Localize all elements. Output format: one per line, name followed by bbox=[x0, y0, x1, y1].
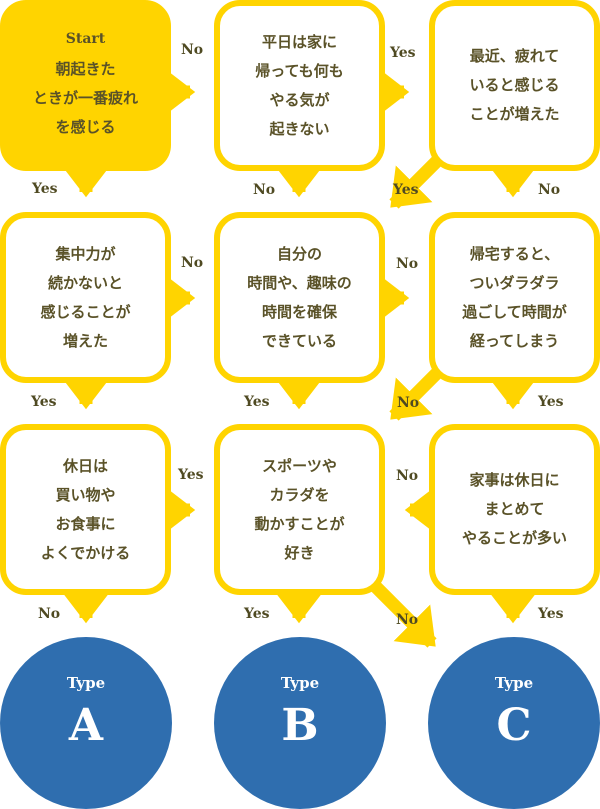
arrow-q6-q8 bbox=[389, 367, 443, 421]
question-line: 好き bbox=[284, 543, 315, 562]
question-line: 増えた bbox=[62, 331, 108, 350]
edge-label-yes: Yes bbox=[538, 606, 564, 622]
arrow-q8-c bbox=[370, 581, 437, 648]
question-line: を感じる bbox=[55, 118, 116, 136]
edge-label-yes: Yes bbox=[31, 394, 57, 410]
result-letter: A bbox=[68, 700, 104, 751]
question-line: できている bbox=[261, 331, 337, 350]
edge-label-yes: Yes bbox=[244, 606, 270, 622]
start-label: Start bbox=[65, 31, 106, 47]
edge-label-no: No bbox=[396, 256, 419, 272]
edge-label-no: No bbox=[397, 395, 420, 411]
question-line: 集中力が bbox=[55, 244, 116, 263]
question-line: 感じることが bbox=[40, 302, 131, 321]
edge-label-yes: Yes bbox=[390, 45, 416, 61]
result-type-a: Type A bbox=[0, 637, 172, 809]
result-type-b: Type B bbox=[214, 637, 386, 809]
question-line: 帰っても何も bbox=[255, 61, 344, 80]
question-line: 最近、疲れて bbox=[469, 47, 560, 65]
edge-label-yes: Yes bbox=[178, 467, 204, 483]
question-box: スポーツや カラダを 動かすことが 好き bbox=[214, 424, 385, 595]
result-letter: C bbox=[496, 700, 532, 751]
question-line: やる気が bbox=[269, 90, 330, 109]
edge-label-no: No bbox=[396, 468, 419, 484]
question-line: カラダを bbox=[269, 485, 330, 504]
result-letter: B bbox=[281, 700, 319, 751]
question-line: 朝起きた bbox=[55, 60, 116, 78]
start-question: Start 朝起きた ときが一番疲れ を感じる bbox=[0, 0, 171, 171]
question-line: お食事に bbox=[55, 514, 116, 533]
question-line: 続かないと bbox=[47, 273, 123, 292]
question-line: よくでかける bbox=[40, 543, 131, 562]
question-line: 休日は bbox=[62, 456, 108, 475]
edge-label-no: No bbox=[38, 606, 61, 622]
question-box: 自分の 時間や、趣味の 時間を確保 できている bbox=[214, 212, 385, 383]
arrow-q3-q5 bbox=[389, 155, 443, 209]
question-line: 平日は家に bbox=[261, 32, 337, 51]
result-type-label: Type bbox=[66, 674, 106, 692]
question-line: 自分の bbox=[276, 244, 322, 263]
question-line: まとめて bbox=[484, 500, 545, 518]
question-line: 時間や、趣味の bbox=[247, 273, 352, 292]
question-box: 平日は家に 帰っても何も やる気が 起きない bbox=[214, 0, 385, 171]
question-line: ついダラダラ bbox=[469, 273, 560, 292]
question-line: 家事は休日に bbox=[469, 471, 560, 489]
question-box: 帰宅すると、 ついダラダラ 過ごして時間が 経ってしまう bbox=[429, 212, 600, 383]
edge-label-yes: Yes bbox=[393, 182, 419, 198]
result-type-label: Type bbox=[280, 674, 320, 692]
question-line: 帰宅すると、 bbox=[469, 244, 560, 263]
edge-label-no: No bbox=[538, 182, 561, 198]
question-line: 買い物や bbox=[55, 485, 116, 504]
result-type-label: Type bbox=[494, 674, 534, 692]
result-type-c: Type C bbox=[428, 637, 600, 809]
question-line: 起きない bbox=[269, 119, 330, 138]
question-line: 経ってしまう bbox=[469, 331, 560, 350]
edge-label-yes: Yes bbox=[538, 394, 564, 410]
question-box: 休日は 買い物や お食事に よくでかける bbox=[0, 424, 171, 595]
edge-label-no: No bbox=[181, 42, 204, 58]
question-box: 集中力が 続かないと 感じることが 増えた bbox=[0, 212, 171, 383]
question-line: 時間を確保 bbox=[261, 302, 337, 321]
question-line: ことが増えた bbox=[469, 105, 560, 123]
question-line: 過ごして時間が bbox=[462, 302, 567, 321]
edge-label-no: No bbox=[396, 612, 419, 628]
question-line: 動かすことが bbox=[254, 514, 345, 533]
question-line: やることが多い bbox=[461, 529, 567, 547]
edge-label-no: No bbox=[181, 255, 204, 271]
edge-label-yes: Yes bbox=[244, 394, 270, 410]
question-line: いると感じる bbox=[469, 76, 560, 94]
question-box: 家事は休日に まとめて やることが多い bbox=[429, 424, 600, 595]
question-line: スポーツや bbox=[262, 456, 337, 475]
question-box: 最近、疲れて いると感じる ことが増えた bbox=[429, 0, 600, 171]
edge-label-yes: Yes bbox=[32, 181, 58, 197]
question-line: ときが一番疲れ bbox=[32, 89, 138, 107]
edge-label-no: No bbox=[253, 182, 276, 198]
